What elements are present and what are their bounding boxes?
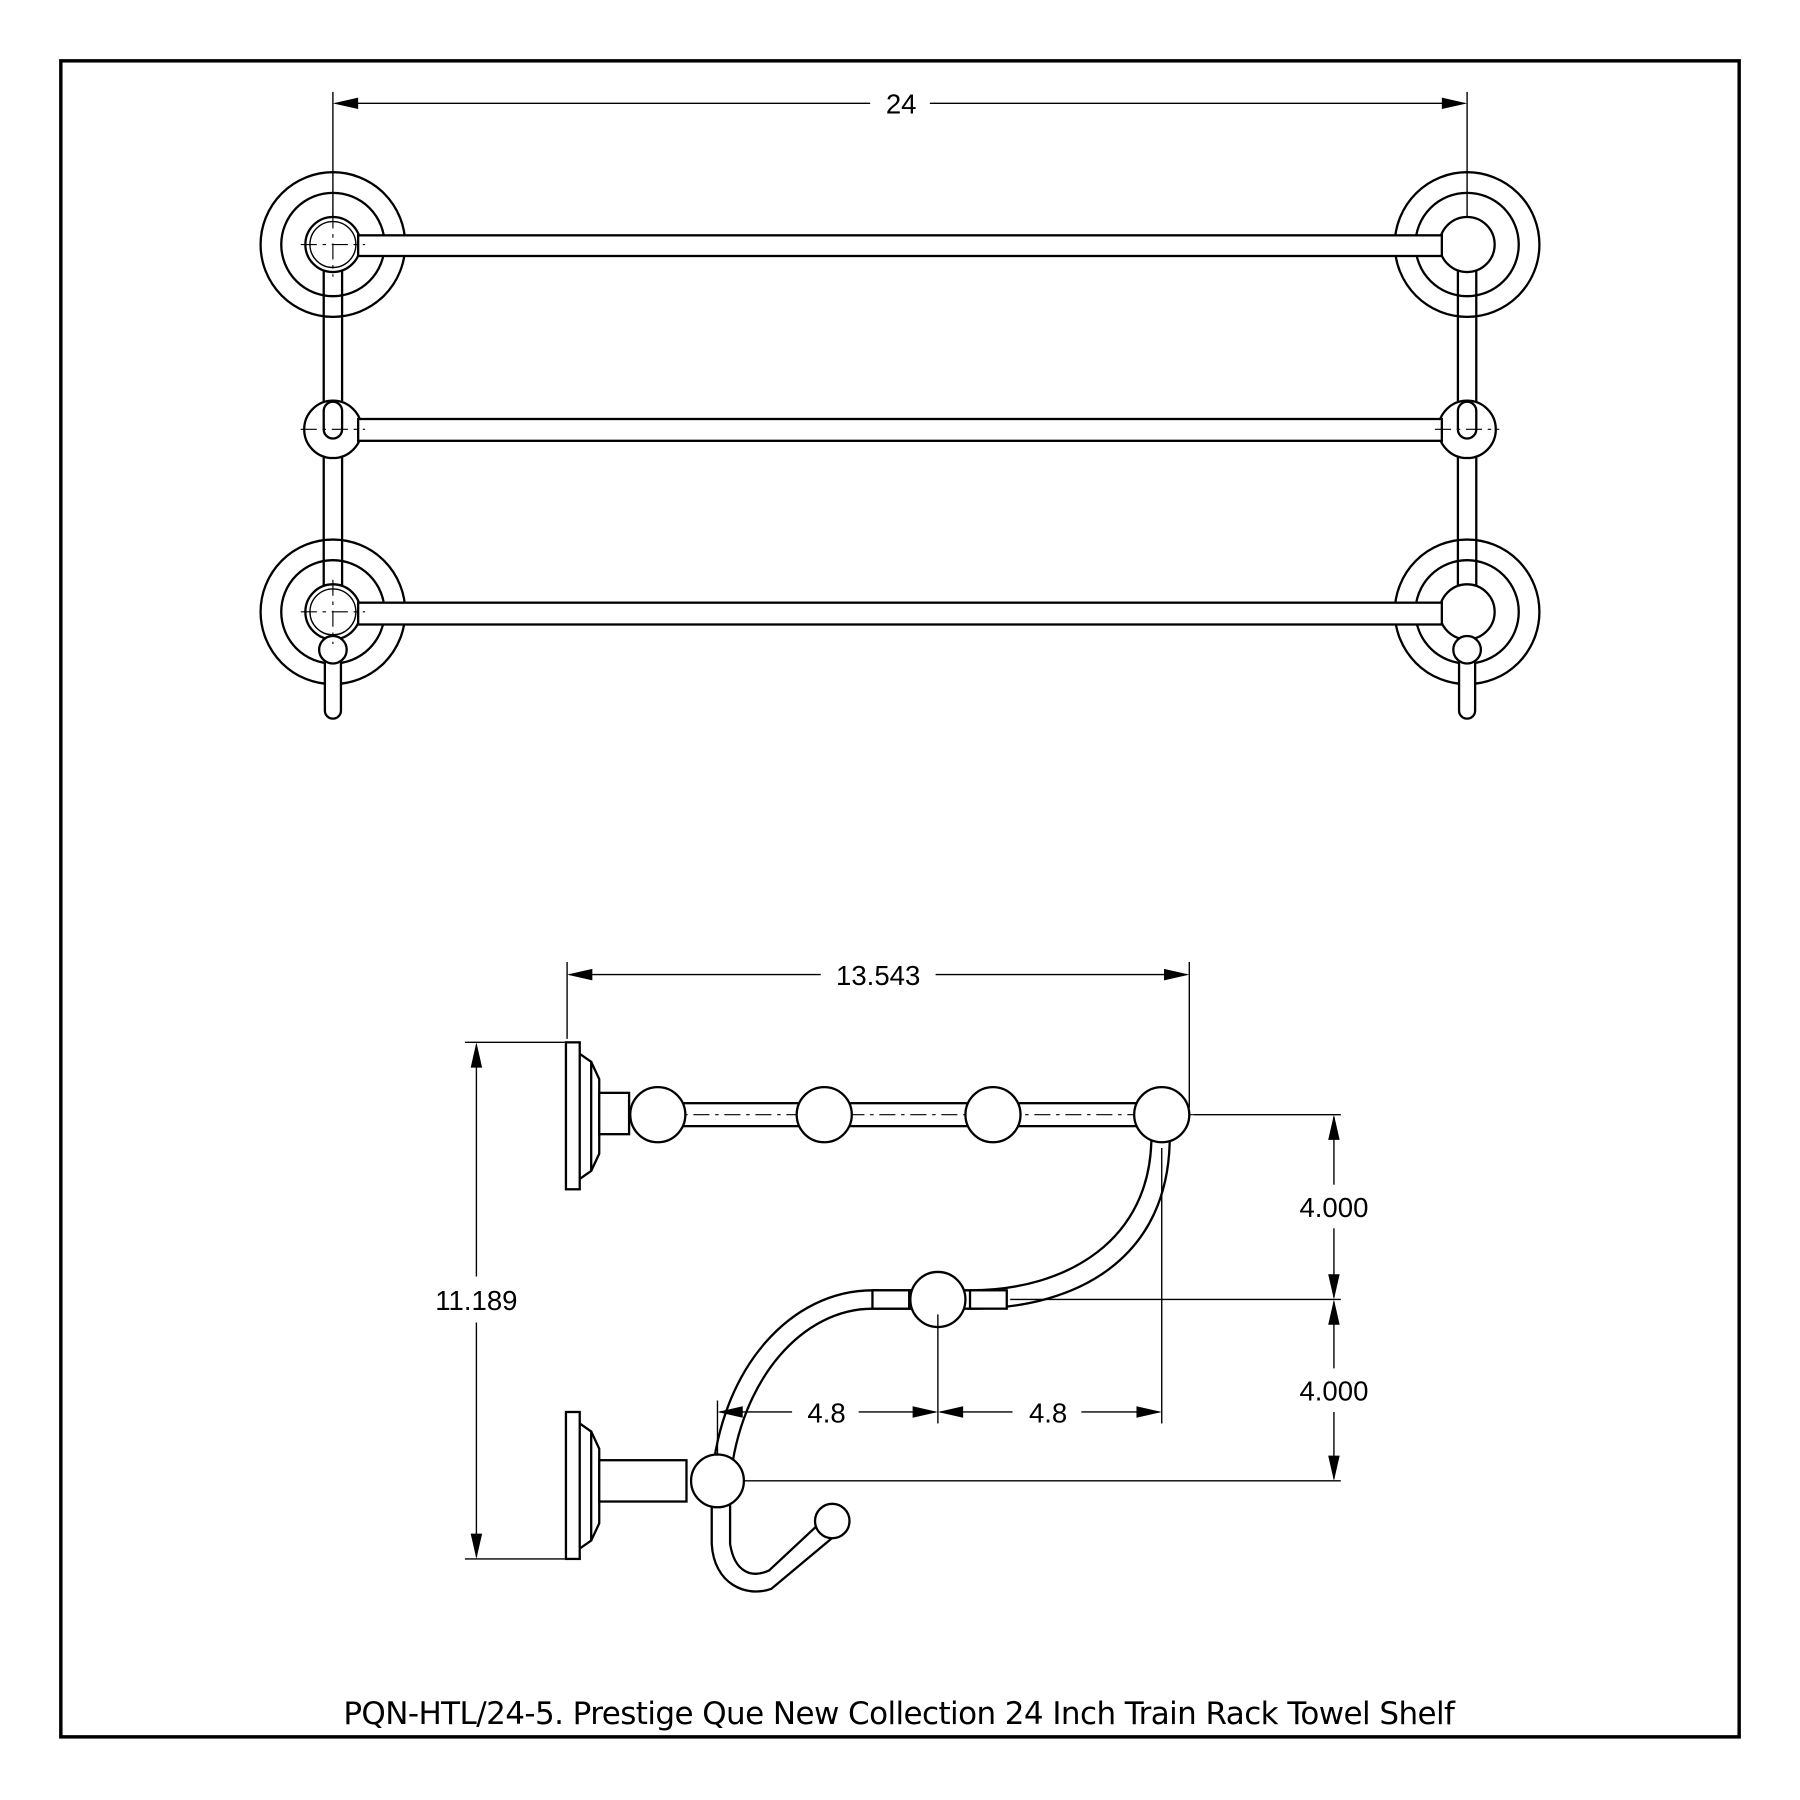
bottom-rail	[357, 601, 1443, 626]
width-dimension: 24	[332, 89, 1468, 270]
upper-drop-label: 4.000	[1299, 1192, 1368, 1223]
height-dimension: 11.189	[435, 1041, 565, 1560]
top-view: 24	[259, 89, 1541, 720]
depth-dimension: 13.543	[566, 960, 1190, 1108]
height-dimension-label: 11.189	[435, 1285, 517, 1316]
drawing-frame	[59, 59, 1741, 1739]
middle-rail	[357, 417, 1443, 442]
right-offset-label: 4.8	[1029, 1397, 1067, 1428]
wall-flanges	[564, 1041, 688, 1561]
side-view: 13.543	[435, 960, 1368, 1593]
top-rail	[357, 234, 1443, 258]
lower-drop-label: 4.000	[1299, 1376, 1368, 1407]
drop-dimensions: 4.000 4.000	[743, 1113, 1368, 1482]
offset-dimensions: 4.8 4.8	[716, 1147, 1163, 1456]
depth-dimension-label: 13.543	[836, 960, 920, 991]
drawing-caption: PQN-HTL/24-5. Prestige Que New Collectio…	[343, 1696, 1456, 1732]
left-offset-label: 4.8	[807, 1397, 845, 1428]
balls	[629, 1085, 1191, 1540]
width-dimension-label: 24	[886, 89, 917, 120]
